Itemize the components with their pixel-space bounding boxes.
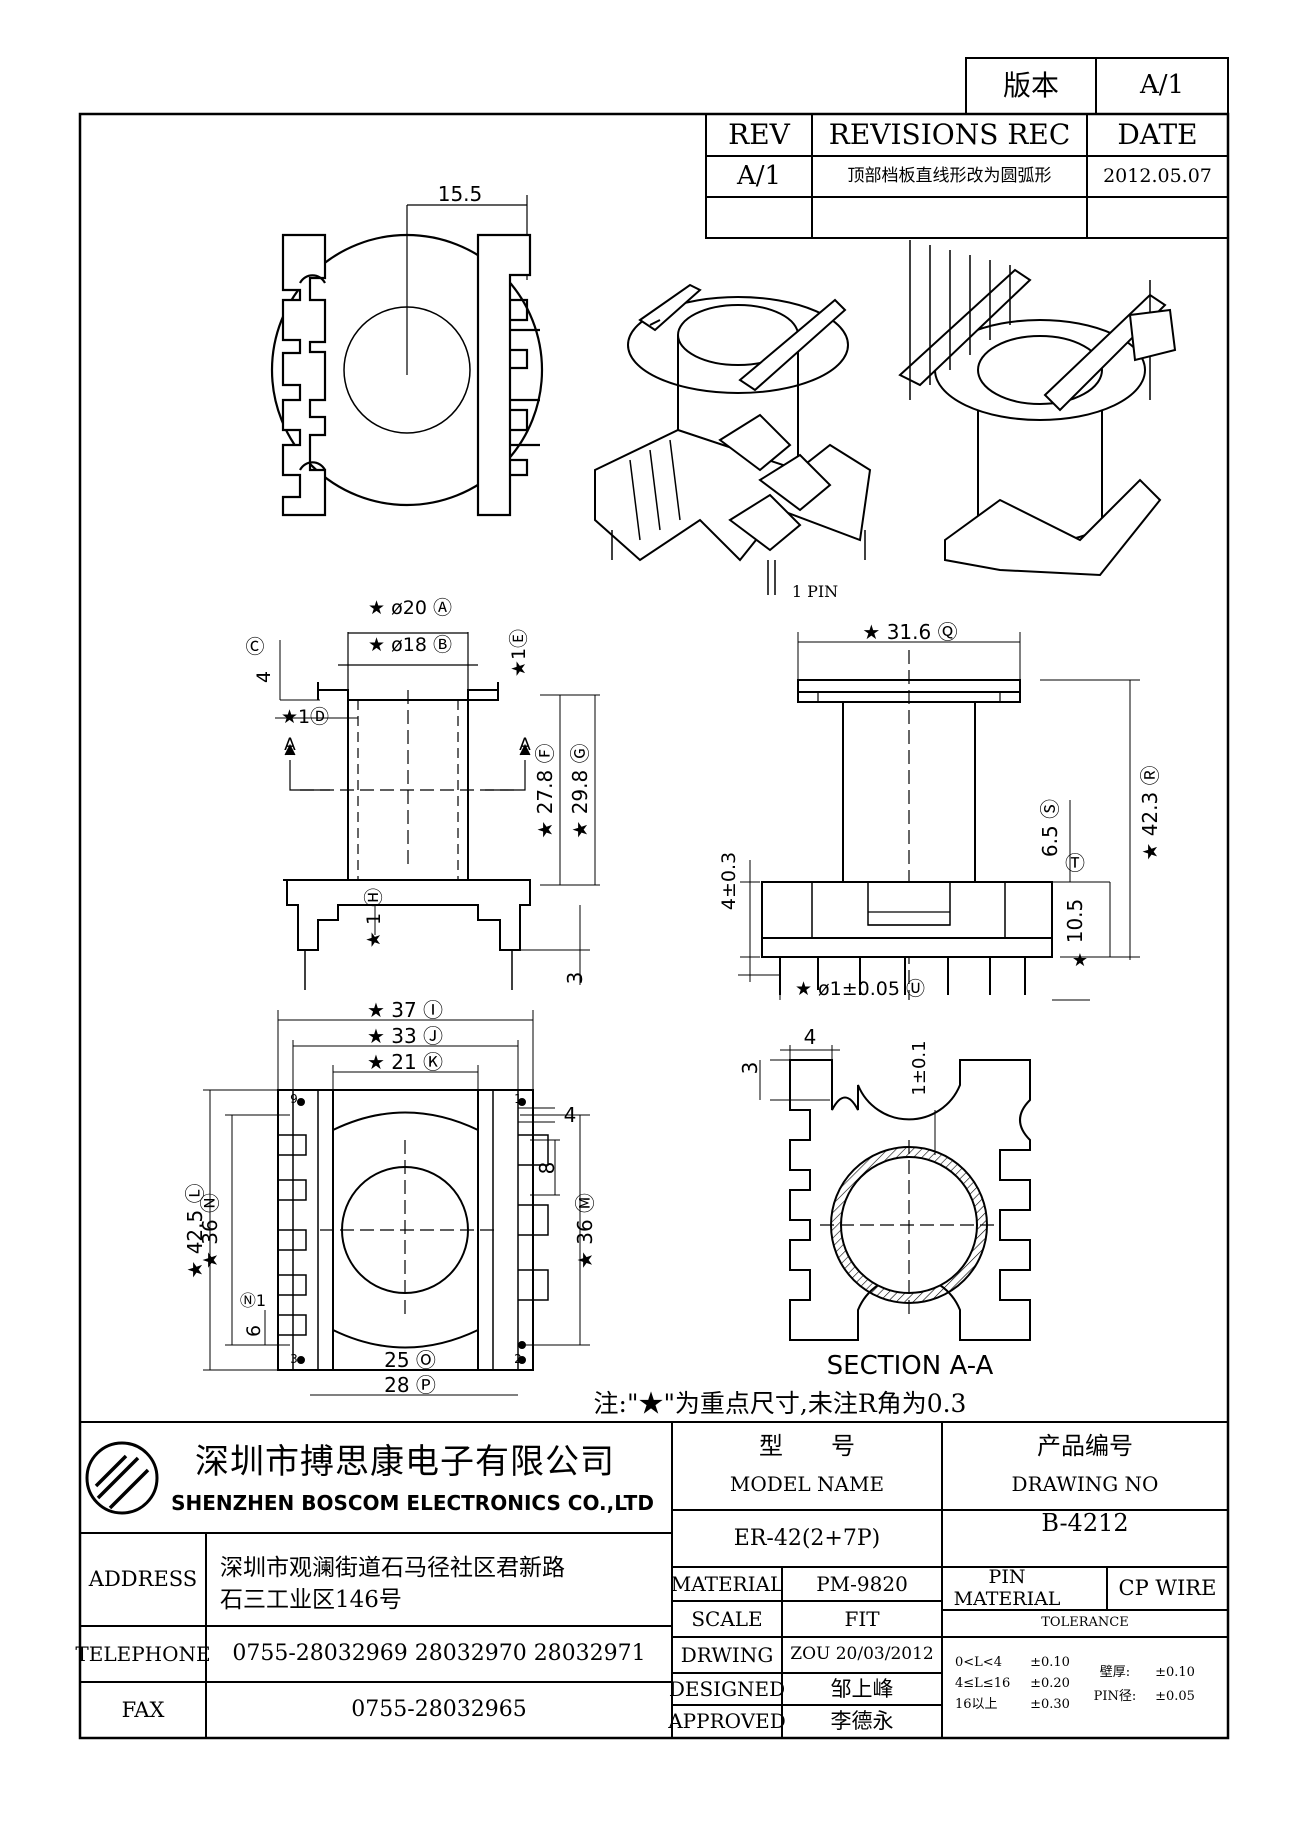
company-name-cn: 深圳市搏思康电子有限公司 [195, 1442, 615, 1483]
dim-n: ★ 36 Ⓝ [197, 1192, 222, 1270]
pin-num-3: 3 [290, 1352, 298, 1367]
tol-wall-label: 壁厚: [1099, 1664, 1131, 1680]
note: 注:"★"为重点尺寸,未注R角为0.3 [593, 1388, 967, 1418]
pin-material-label: PIN MATERIAL [953, 1565, 1061, 1610]
pin-num-1: 1 [514, 1092, 522, 1107]
dim-j: ★ 33 Ⓙ [366, 1023, 444, 1048]
material-value: PM-9820 [816, 1571, 908, 1596]
dim-u: ★ ø1±0.05 Ⓤ [794, 978, 926, 1001]
tolerance-title: TOLERANCE [1041, 1615, 1129, 1631]
scale-value: FIT [844, 1606, 880, 1631]
designed-value: 邹上峰 [830, 1676, 894, 1701]
company-logo-icon [85, 1441, 159, 1515]
sec-dim-4: 4 [803, 1024, 817, 1049]
dim-q: ★ 31.6 Ⓠ [862, 619, 958, 644]
drawing-value: B-4212 [1041, 1509, 1129, 1538]
bottom-view [203, 1010, 590, 1396]
title-block [80, 1421, 1228, 1738]
address-label: ADDRESS [88, 1567, 198, 1592]
tol-r1-value: ±0.10 [1030, 1654, 1070, 1670]
dim-r: ★ 42.3 Ⓡ [1137, 765, 1162, 861]
dim-star: ★ [1071, 949, 1089, 971]
fax-value: 0755-28032965 [351, 1697, 527, 1723]
address-line-1: 深圳市观澜街道石马径社区君新路 [220, 1554, 565, 1581]
dim-a: ★ ø20 Ⓐ [368, 597, 452, 620]
rev-row-rev: A/1 [736, 160, 782, 191]
dim-c-label: Ⓒ [245, 636, 265, 659]
approved-label: APPROVED [668, 1709, 786, 1733]
dim-i: ★ 37 Ⓘ [366, 997, 444, 1022]
tol-wall-value: ±0.10 [1155, 1664, 1195, 1680]
dim-tol-4: 4±0.3 [718, 851, 741, 911]
drwing-value: ZOU 20/03/2012 [790, 1644, 934, 1665]
version-value: A/1 [1139, 70, 1185, 101]
version-label: 版本 [1002, 68, 1059, 102]
telephone-label: TELEPHONE [75, 1641, 211, 1666]
dim-g: ★ 29.8 Ⓖ [567, 743, 592, 839]
model-value: ER-42(2+7P) [733, 1525, 881, 1551]
approved-value: 李德永 [830, 1709, 894, 1734]
company-name-en: SHENZHEN BOSCOM ELECTRONICS CO.,LTD [171, 1490, 654, 1515]
tol-pin-label: PIN径: [1093, 1688, 1137, 1704]
dim-o: 25 Ⓞ [384, 1347, 436, 1372]
pin-1-label: 1 PIN [791, 581, 839, 601]
drawing-label-en: DRAWING NO [1011, 1471, 1159, 1496]
drawing-border [78, 112, 1230, 1740]
dim-w4: 4 [563, 1102, 577, 1127]
dim-w8: 8 [534, 1161, 559, 1175]
rev-date-header: DATE [1117, 117, 1198, 151]
address-line-2: 石三工业区146号 [220, 1586, 402, 1613]
tol-r3-value: ±0.30 [1030, 1696, 1070, 1712]
dim-n1-value: 6 [243, 1324, 266, 1338]
dim-d: ★1Ⓓ [280, 706, 330, 729]
section-marker-right: A [519, 735, 531, 756]
front-view [275, 632, 600, 990]
scale-label: SCALE [691, 1606, 763, 1631]
isometric-view-1 [594, 283, 872, 595]
dim-e: ★1Ⓔ [508, 628, 531, 678]
side-view [738, 632, 1140, 1001]
dim-top-width: 15.5 [437, 181, 483, 206]
dim-m: ★ 36 Ⓜ [572, 1192, 597, 1270]
revisions-table [705, 113, 1229, 239]
top-view [270, 195, 544, 517]
rev-header: REV [728, 117, 790, 151]
rev-row-rec: 顶部档板直线形改为圆弧形 [847, 165, 1052, 186]
fax-label: FAX [121, 1697, 165, 1722]
dim-f: ★ 27.8 Ⓕ [532, 743, 557, 839]
dim-k: ★ 21 Ⓚ [366, 1049, 444, 1074]
material-label: MATERIAL [670, 1571, 784, 1596]
tol-r2-range: 4≤L≤16 [955, 1675, 1011, 1691]
tol-r1-range: 0<L<4 [955, 1654, 1002, 1670]
pin-material-value: CP WIRE [1118, 1576, 1217, 1601]
rev-rec-header: REVISIONS REC [828, 117, 1071, 151]
drwing-label: DRWING [680, 1642, 774, 1667]
dim-t-value: 10.5 [1062, 898, 1087, 944]
dim-h-3: 3 [562, 971, 587, 985]
dim-h: ★ 1 Ⓗ [363, 887, 386, 949]
dim-n1-label: Ⓝ1 [239, 1290, 267, 1310]
dim-t-label: Ⓣ [1065, 850, 1085, 875]
designed-label: DESIGNED [668, 1676, 786, 1701]
sec-dim-3: 3 [737, 1061, 762, 1075]
tol-pin-value: ±0.05 [1155, 1688, 1195, 1704]
section-marker-left: A [284, 735, 296, 756]
tol-r3-range: 16以上 [955, 1696, 998, 1712]
tol-r2-value: ±0.20 [1030, 1675, 1070, 1691]
sec-dim-thickness: 1±0.1 [908, 1040, 930, 1096]
rev-row-date: 2012.05.07 [1103, 164, 1212, 187]
drawing-label-cn: 产品编号 [1037, 1432, 1133, 1461]
model-label-en: MODEL NAME [729, 1471, 885, 1496]
pin-num-9: 9 [290, 1092, 298, 1107]
dim-c-value: 4 [253, 670, 276, 684]
section-label: SECTION A-A [826, 1351, 994, 1382]
pin-num-2: 2 [514, 1352, 522, 1367]
section-a-a [759, 1045, 1031, 1341]
dim-p: 28 Ⓟ [384, 1372, 436, 1397]
telephone-value: 0755-28032969 28032970 28032971 [232, 1641, 646, 1667]
isometric-view-2 [898, 240, 1177, 577]
model-label-cn: 型 号 [759, 1432, 855, 1461]
dim-b: ★ ø18 Ⓑ [368, 634, 452, 657]
